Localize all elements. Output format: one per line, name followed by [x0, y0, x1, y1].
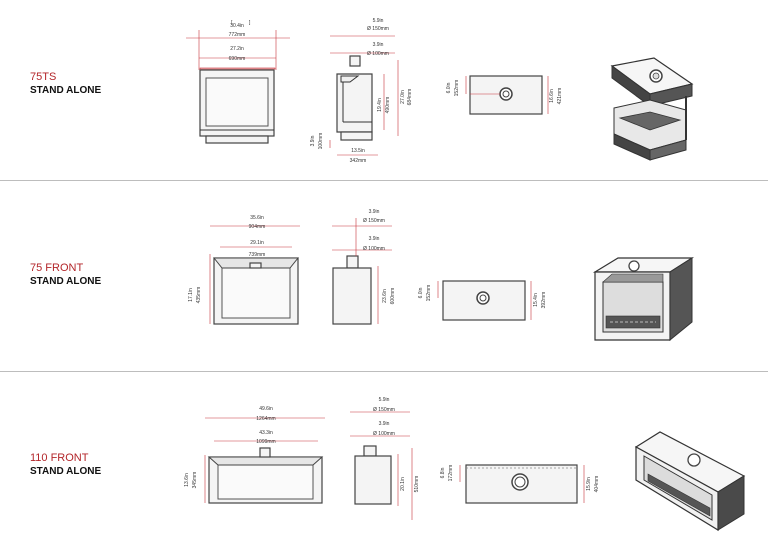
dim-inner-in: 43.3in	[259, 430, 273, 436]
dim-outer-mm: 904mm	[249, 224, 266, 230]
row-1-label: 75TS STAND ALONE	[30, 71, 101, 97]
dim-base-in: 3.9in	[310, 135, 316, 146]
dim-flue-outer-in: 5.9in	[373, 18, 384, 24]
dim-height-in: 20.1in	[400, 477, 406, 491]
dim-flue-inner-mm: Ø 100mm	[373, 431, 395, 437]
dim-flue-outer-mm: Ø 150mm	[363, 218, 385, 224]
dim-height-mm: 600mm	[390, 288, 396, 305]
dim-top-right-in: 15.4in	[533, 293, 539, 307]
dim-outer-in: 49.6in	[259, 406, 273, 412]
row-3-label: 110 FRONT STAND ALONE	[30, 452, 101, 478]
side-view-75front: 3.9in Ø 150mm 3.9in Ø 100mm 23.6in 600mm	[332, 209, 396, 325]
dim-flue-inner-in: 3.9in	[373, 42, 384, 48]
dim-top-right-in: 16.6in	[549, 89, 555, 103]
dim-top-left-in: 6.8in	[440, 467, 446, 478]
dim-height-in: 17.1in	[188, 288, 194, 302]
dim-top-right-in: 15.9in	[586, 477, 592, 491]
dim-top-left-in: 6.0in	[446, 82, 452, 93]
dim-h1-mm: 490mm	[385, 97, 391, 114]
dim-inner-in: 29.1in	[250, 240, 264, 246]
model-subtitle: STAND ALONE	[30, 466, 102, 477]
top-view-75front: 6.0in 152mm 15.4in 392mm	[418, 280, 547, 321]
side-view-110front: 5.9in Ø 150mm 3.9in Ø 100mm 20.1in 510mm	[350, 397, 420, 520]
dim-flue-outer-in: 5.9in	[379, 397, 390, 403]
svg-text:]: ]	[249, 20, 251, 26]
model-name: 75TS	[30, 71, 57, 83]
dim-flue-outer-in: 3.9in	[369, 209, 380, 215]
model-subtitle: STAND ALONE	[30, 276, 102, 287]
dim-h2-in: 27.0in	[400, 90, 406, 104]
row-divider	[0, 371, 768, 372]
dim-flue-inner-mm: Ø 100mm	[363, 246, 385, 252]
dim-height-in: 13.6in	[184, 473, 190, 487]
iso-view-75ts	[610, 57, 694, 161]
top-view-110front: 6.8in 172mm 15.9in 404mm	[440, 464, 600, 504]
front-view-75ts: 30.4in 772mm 27.2in 690mm []	[186, 20, 290, 144]
front-view-75front: 35.6in 904mm 29.1in 739mm 17.1in 435mm	[188, 215, 300, 325]
dim-depth-in: 13.5in	[351, 148, 365, 154]
dim-height-in: 23.6in	[382, 289, 388, 303]
front-view-110front: 49.6in 1264mm 43.3in 1099mm 13.6in 345mm	[184, 406, 325, 504]
dim-flue-inner-in: 3.9in	[379, 421, 390, 427]
dim-top-left-in: 6.0in	[418, 287, 424, 298]
model-name: 110 FRONT	[30, 452, 89, 464]
dim-height-mm: 510mm	[414, 476, 420, 493]
dim-height-mm: 345mm	[192, 472, 198, 489]
dim-outer-in: 30.4in	[230, 23, 244, 29]
dim-top-right-mm: 421mm	[557, 88, 563, 105]
dim-outer-in: 35.6in	[250, 215, 264, 221]
dim-inner-in: 27.2in	[230, 46, 244, 52]
dim-top-left-mm: 152mm	[454, 80, 460, 97]
svg-text:[: [	[231, 20, 233, 26]
dim-flue-inner-in: 3.9in	[369, 236, 380, 242]
dim-base-mm: 100mm	[318, 133, 324, 150]
dim-depth-mm: 342mm	[350, 158, 367, 164]
dim-h2-mm: 684mm	[407, 89, 413, 106]
dim-top-right-mm: 392mm	[541, 292, 547, 309]
dim-height-mm: 435mm	[196, 287, 202, 304]
dim-top-right-mm: 404mm	[594, 476, 600, 493]
iso-view-110front	[634, 431, 746, 532]
side-view-75ts: 5.9in Ø 150mm 3.9in Ø 100mm 19.4in 490mm…	[310, 18, 413, 164]
dim-flue-outer-mm: Ø 150mm	[373, 407, 395, 413]
row-2-label: 75 FRONT STAND ALONE	[30, 262, 101, 288]
top-view-75ts: 6.0in 152mm 16.6in 421mm	[446, 75, 563, 115]
dim-inner-mm: 1099mm	[256, 439, 275, 445]
model-subtitle: STAND ALONE	[30, 85, 102, 96]
dim-inner-mm: 739mm	[249, 252, 266, 258]
row-divider	[0, 180, 768, 181]
dim-inner-mm: 690mm	[229, 56, 246, 62]
iso-view-75front	[592, 257, 695, 342]
dim-flue-outer-mm: Ø 150mm	[367, 26, 389, 32]
dim-flue-inner-mm: Ø 100mm	[367, 51, 389, 57]
dim-outer-mm: 772mm	[229, 32, 246, 38]
dim-top-left-mm: 172mm	[448, 465, 454, 482]
dim-top-left-mm: 152mm	[426, 285, 432, 302]
dim-outer-mm: 1264mm	[256, 416, 275, 422]
dim-h1-in: 19.4in	[377, 98, 383, 112]
model-name: 75 FRONT	[30, 262, 84, 274]
